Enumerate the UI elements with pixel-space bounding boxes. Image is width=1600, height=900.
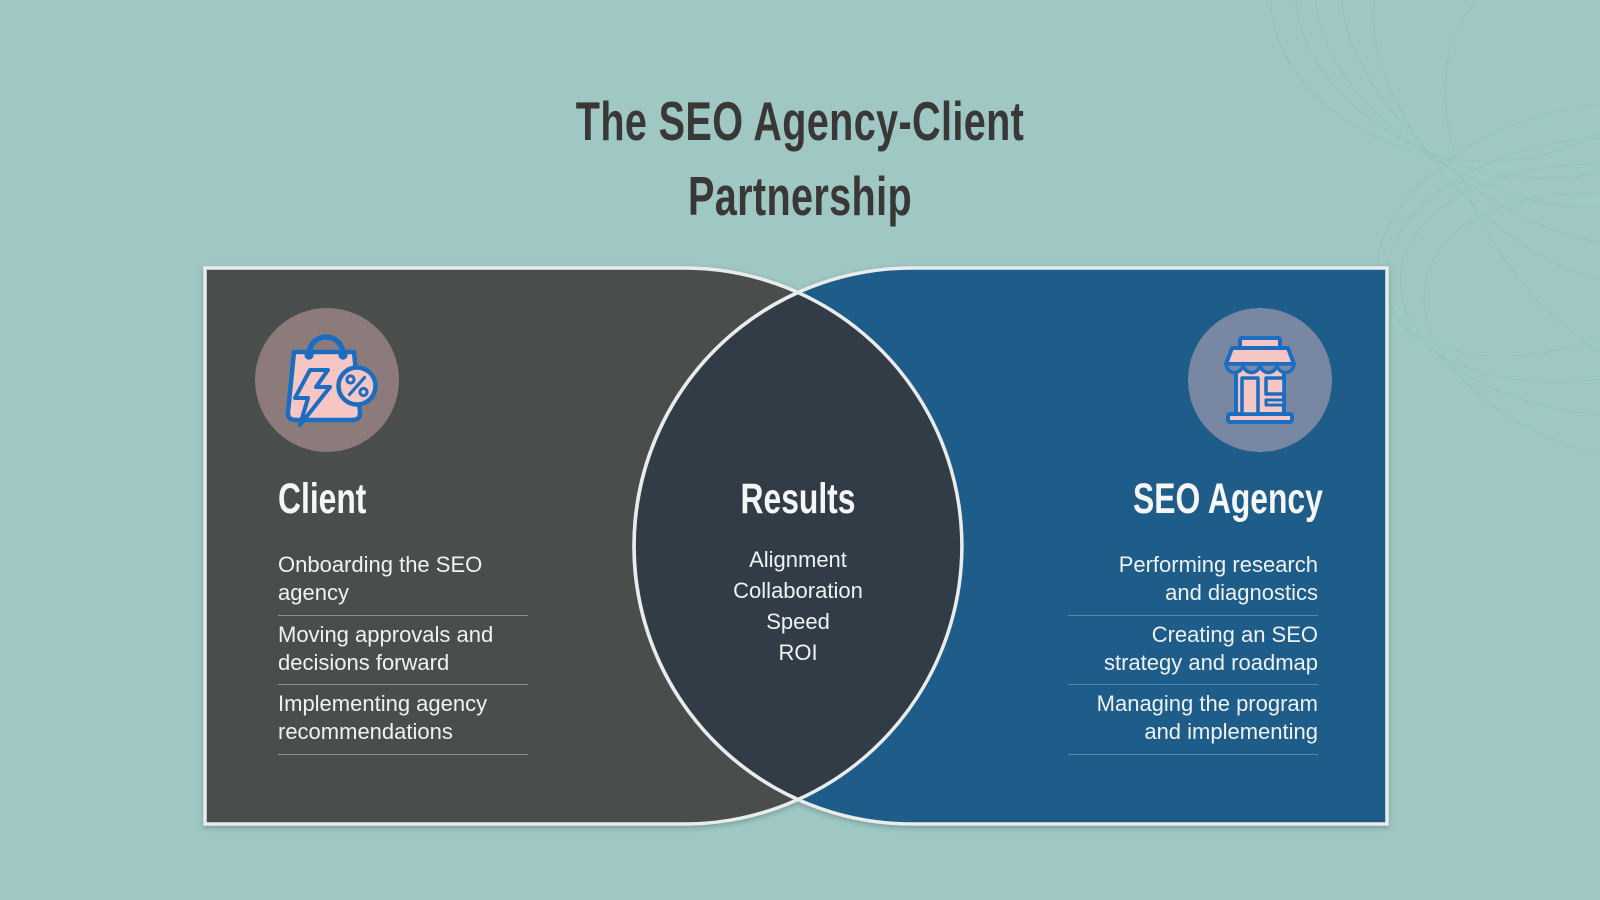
- agency-section: SEO Agency Performing research and diagn…: [1068, 474, 1323, 756]
- list-item: Performing research and diagnostics: [1068, 546, 1318, 616]
- results-lens: [632, 290, 964, 802]
- storefront-icon: [1224, 336, 1296, 424]
- discount-shopping-bag-icon: [285, 334, 378, 427]
- list-item: Implementing agency recommendations: [278, 685, 528, 756]
- list-item: ROI: [778, 639, 818, 665]
- client-heading: Client: [278, 475, 367, 523]
- client-items: Onboarding the SEO agency Moving approva…: [278, 546, 528, 756]
- page-title: The SEO Agency-Client Partnership: [575, 90, 1025, 227]
- list-item: Alignment: [749, 546, 847, 572]
- list-item: Moving approvals and decisions forward: [278, 616, 528, 686]
- list-item: Onboarding the SEO agency: [278, 546, 528, 616]
- results-items: Alignment Collaboration Speed ROI: [673, 544, 923, 668]
- list-item: Collaboration: [733, 577, 863, 603]
- agency-heading: SEO Agency: [1133, 475, 1323, 523]
- list-item: Creating an SEO strategy and roadmap: [1068, 616, 1318, 686]
- results-heading: Results: [740, 475, 856, 523]
- agency-items: Performing research and diagnostics Crea…: [1068, 546, 1318, 756]
- results-section: Results Alignment Collaboration Speed RO…: [673, 474, 923, 668]
- list-item: Managing the program and implementing: [1068, 685, 1318, 756]
- client-section: Client Onboarding the SEO agency Moving …: [278, 474, 528, 756]
- list-item: Speed: [766, 608, 830, 634]
- agency-icon-badge: [1188, 308, 1332, 452]
- client-icon-badge: [255, 308, 399, 452]
